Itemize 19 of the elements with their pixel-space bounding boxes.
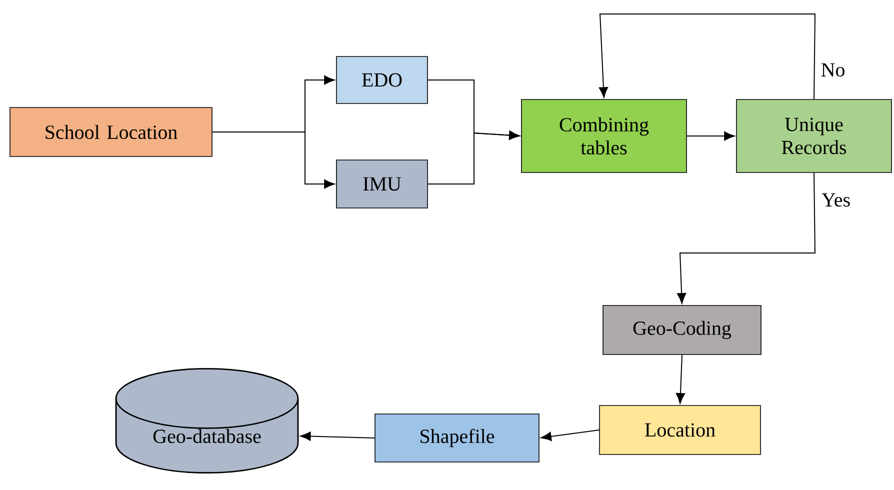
process-box: Unique Records bbox=[736, 99, 892, 173]
arrow bbox=[300, 432, 376, 441]
arrow bbox=[677, 172, 816, 304]
process-box: Combining tables bbox=[521, 99, 687, 173]
edge-label: Yes bbox=[820, 192, 852, 208]
process-box: Shapefile bbox=[374, 414, 540, 462]
arrow bbox=[598, 14, 816, 100]
arrow bbox=[676, 354, 686, 404]
arrow bbox=[427, 130, 520, 184]
arrow bbox=[686, 131, 735, 141]
arrow bbox=[540, 430, 600, 442]
process-box: EDO bbox=[336, 56, 428, 104]
process-box: IMU bbox=[336, 160, 428, 208]
arrow bbox=[212, 132, 335, 189]
database-cylinder: Geo-database bbox=[115, 368, 299, 474]
edge-label: No bbox=[820, 62, 846, 78]
process-box: Location bbox=[599, 405, 761, 455]
process-box: School Location bbox=[10, 107, 212, 157]
process-box: Geo-Coding bbox=[602, 305, 762, 355]
